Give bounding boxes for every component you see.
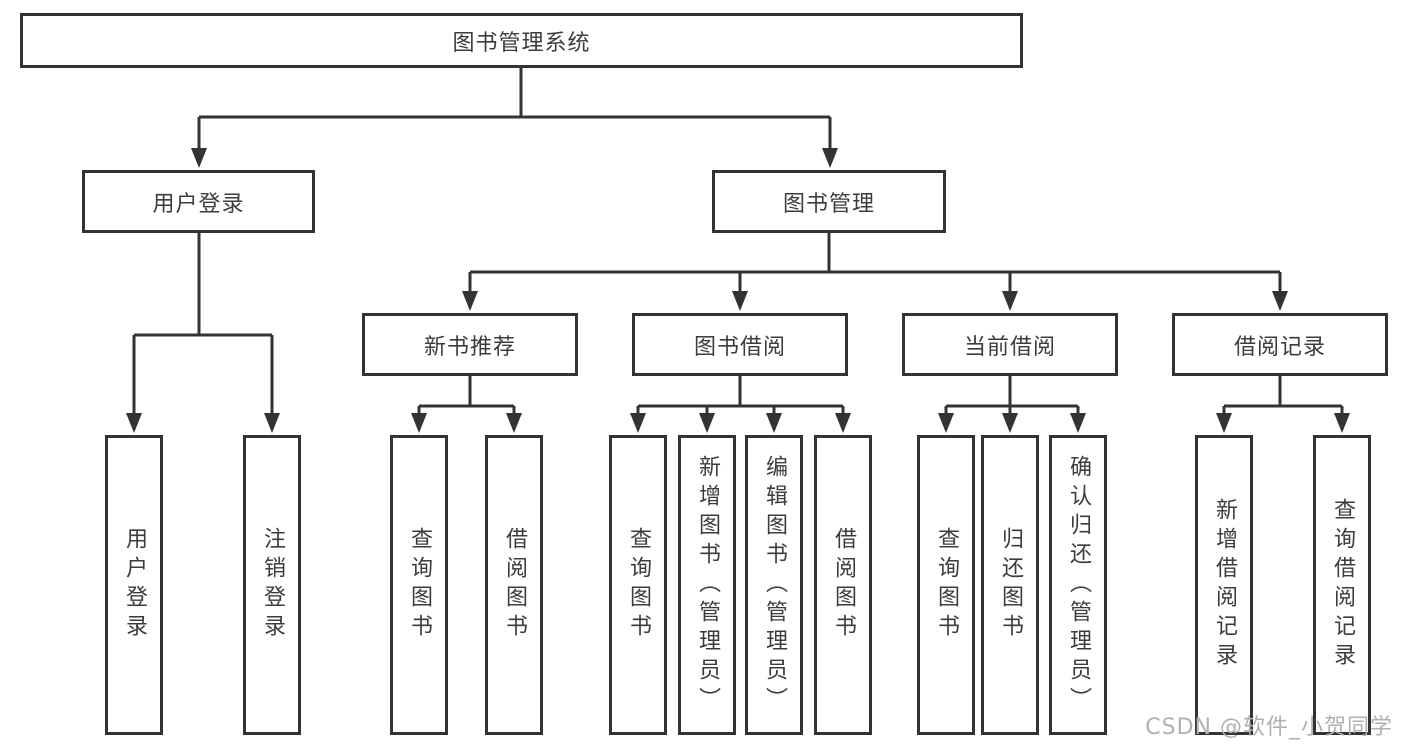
- leaf-add-borrow-record: 新增借阅记录: [1195, 435, 1253, 735]
- leaf-user-login: 用户登录: [105, 435, 163, 735]
- node-book-borrow: 图书借阅: [632, 313, 848, 376]
- node-user-login: 用户登录: [82, 170, 315, 233]
- watermark: CSDN @软件_小贺同学: [1145, 715, 1393, 740]
- leaf-logout-login: 注销登录: [243, 435, 301, 735]
- leaf-borrow-book-2: 借阅图书: [814, 435, 872, 735]
- leaf-query-book-1: 查询图书: [390, 435, 448, 735]
- leaf-query-book-3: 查询图书: [917, 435, 975, 735]
- leaf-confirm-return-admin: 确认归还（管理员）: [1049, 435, 1107, 735]
- leaf-borrow-book-1: 借阅图书: [485, 435, 543, 735]
- leaf-add-book-admin: 新增图书（管理员）: [678, 435, 736, 735]
- node-current-borrow: 当前借阅: [902, 313, 1118, 376]
- node-new-book-recommend: 新书推荐: [362, 313, 578, 376]
- node-borrow-records: 借阅记录: [1172, 313, 1388, 376]
- node-root: 图书管理系统: [20, 13, 1023, 68]
- leaf-query-borrow-record: 查询借阅记录: [1313, 435, 1371, 735]
- leaf-edit-book-admin: 编辑图书（管理员）: [745, 435, 803, 735]
- leaf-query-book-2: 查询图书: [609, 435, 667, 735]
- node-book-management: 图书管理: [712, 170, 946, 233]
- leaf-return-book: 归还图书: [981, 435, 1039, 735]
